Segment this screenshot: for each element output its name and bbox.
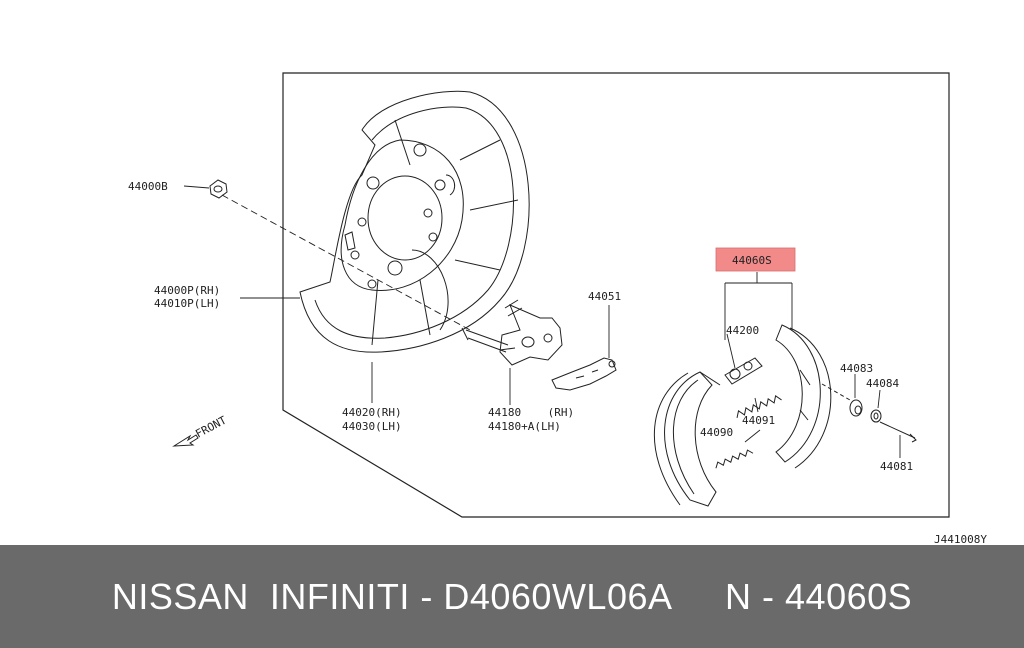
nut-icon bbox=[209, 179, 228, 199]
spring-lower-drawing bbox=[715, 449, 754, 469]
label-bracket-lh: 44180+A(LH) bbox=[488, 420, 561, 433]
label-spring-lower: 44090 bbox=[700, 426, 733, 439]
front-arrow-icon bbox=[172, 434, 199, 447]
retainer-cup-drawing bbox=[849, 399, 863, 417]
label-retainer-cup: 44083 bbox=[840, 362, 873, 375]
label-retainer-pin: 44081 bbox=[880, 460, 913, 473]
label-retainer-spring: 44084 bbox=[866, 377, 899, 390]
parts-diagram: 44000B 44000P(RH) 44010P(LH) 44020(RH) 4… bbox=[128, 72, 988, 545]
label-bracket-rh: 44180 (RH) bbox=[488, 406, 574, 419]
retainer-spring-drawing bbox=[870, 409, 882, 423]
label-shoe-set: 44060S bbox=[732, 254, 772, 267]
adjuster-drawing bbox=[724, 357, 763, 385]
retainer-pin-drawing bbox=[821, 383, 917, 443]
label-dust-shield-rh: 44020(RH) bbox=[342, 406, 402, 419]
dust-shield-drawing bbox=[299, 90, 530, 353]
label-backing-plate-lh: 44010P(LH) bbox=[154, 297, 220, 310]
nut-leader-dashed bbox=[221, 194, 471, 331]
diagram-frame bbox=[282, 72, 950, 518]
label-spring-upper: 44091 bbox=[742, 414, 775, 427]
part-number-banner: NISSAN INFINITI - D4060WL06A N - 44060S bbox=[0, 545, 1024, 648]
banner-part-number: N - 44060S bbox=[725, 575, 913, 617]
brake-shoe-right bbox=[775, 324, 832, 469]
shoe-set-highlight bbox=[715, 247, 796, 272]
bracket-drawing bbox=[461, 299, 563, 366]
label-backing-plate-rh: 44000P(RH) bbox=[154, 284, 220, 297]
diagram-code: J441008Y bbox=[934, 533, 987, 545]
brake-shoe-left bbox=[653, 371, 721, 507]
label-nut: 44000B bbox=[128, 180, 168, 193]
label-adjuster: 44200 bbox=[726, 324, 759, 337]
label-dust-shield-lh: 44030(LH) bbox=[342, 420, 402, 433]
banner-brand-text: NISSAN INFINITI - D4060WL06A bbox=[111, 575, 673, 617]
lever-drawing bbox=[551, 357, 617, 391]
label-lever: 44051 bbox=[588, 290, 621, 303]
spring-upper-drawing bbox=[736, 395, 782, 419]
front-label: FRONT bbox=[193, 413, 229, 440]
